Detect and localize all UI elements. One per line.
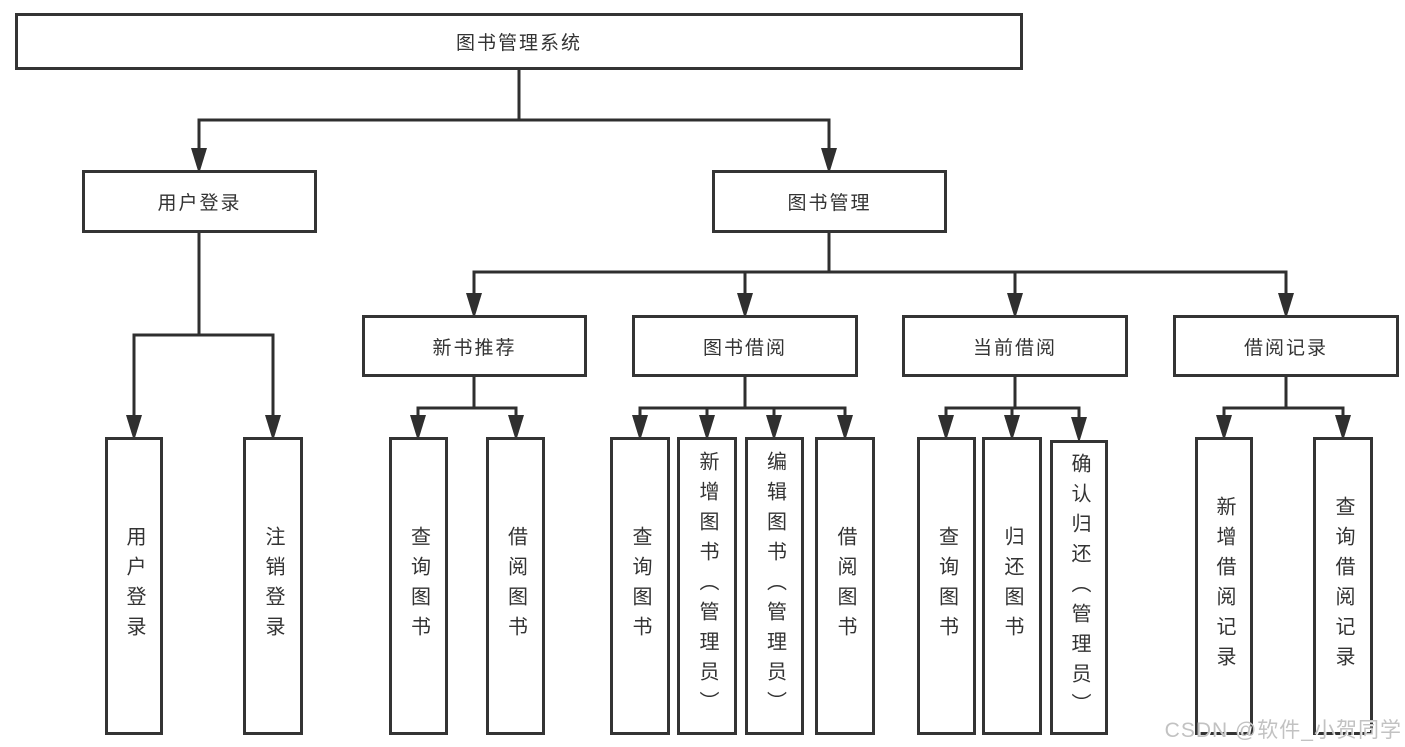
leaf-query-books-current-label: 查询图书 (935, 526, 958, 646)
leaf-query-borrow-record-label: 查询借阅记录 (1332, 496, 1354, 676)
leaf-add-book-admin: 新增图书（管理员） (677, 437, 737, 735)
leaf-query-books-borrow: 查询图书 (610, 437, 670, 735)
node-user-login-label: 用户登录 (157, 193, 242, 214)
leaf-borrow-books-label: 借阅图书 (834, 526, 856, 646)
node-borrow-record: 借阅记录 (1173, 315, 1399, 377)
leaf-add-borrow-record: 新增借阅记录 (1195, 437, 1253, 735)
leaf-query-books-current: 查询图书 (917, 437, 976, 735)
connector-borrow-record-children (1216, 375, 1351, 441)
leaf-confirm-return-admin: 确认归还（管理员） (1050, 440, 1108, 735)
connector-current-borrow-children (938, 375, 1087, 443)
connector-book-mgmt-to-level3 (466, 231, 1294, 319)
leaf-return-books: 归还图书 (982, 437, 1042, 735)
connector-new-book-rec-children (410, 375, 524, 441)
leaf-confirm-return-admin-label: 确认归还（管理员） (1068, 452, 1090, 723)
leaf-logout: 注销登录 (243, 437, 303, 735)
node-book-management: 图书管理 (712, 170, 947, 233)
leaf-edit-book-admin: 编辑图书（管理员） (745, 437, 804, 735)
node-new-book-recommend-label: 新书推荐 (432, 337, 517, 359)
node-book-borrow: 图书借阅 (632, 315, 858, 377)
node-book-management-label: 图书管理 (787, 193, 872, 214)
node-current-borrow-label: 当前借阅 (972, 337, 1057, 359)
leaf-query-books-borrow-label: 查询图书 (629, 526, 651, 646)
node-root-system-label: 图书管理系统 (455, 33, 582, 54)
leaf-logout-label: 注销登录 (262, 526, 284, 646)
leaf-user-login: 用户登录 (105, 437, 163, 735)
leaf-query-books-recommend: 查询图书 (389, 437, 448, 735)
node-new-book-recommend: 新书推荐 (362, 315, 587, 377)
node-root-system: 图书管理系统 (15, 13, 1023, 70)
leaf-query-books-recommend-label: 查询图书 (407, 526, 430, 646)
leaf-query-borrow-record: 查询借阅记录 (1313, 437, 1373, 735)
leaf-edit-book-admin-label: 编辑图书（管理员） (763, 451, 786, 721)
node-book-borrow-label: 图书借阅 (702, 337, 787, 359)
node-borrow-record-label: 借阅记录 (1243, 337, 1328, 359)
node-user-login: 用户登录 (82, 170, 317, 233)
connector-user-login-children (126, 231, 281, 441)
leaf-borrow-books-recommend-label: 借阅图书 (504, 526, 527, 646)
leaf-user-login-label: 用户登录 (123, 526, 145, 646)
leaf-borrow-books-recommend: 借阅图书 (486, 437, 545, 735)
csdn-watermark: CSDN @软件_小贺同学 (1164, 719, 1402, 742)
connector-book-borrow-children (632, 375, 853, 441)
connector-root-to-level2 (191, 68, 837, 174)
node-current-borrow: 当前借阅 (902, 315, 1128, 377)
leaf-return-books-label: 归还图书 (1001, 526, 1023, 646)
leaf-add-borrow-record-label: 新增借阅记录 (1213, 496, 1235, 676)
leaf-borrow-books: 借阅图书 (815, 437, 875, 735)
leaf-add-book-admin-label: 新增图书（管理员） (696, 451, 718, 721)
